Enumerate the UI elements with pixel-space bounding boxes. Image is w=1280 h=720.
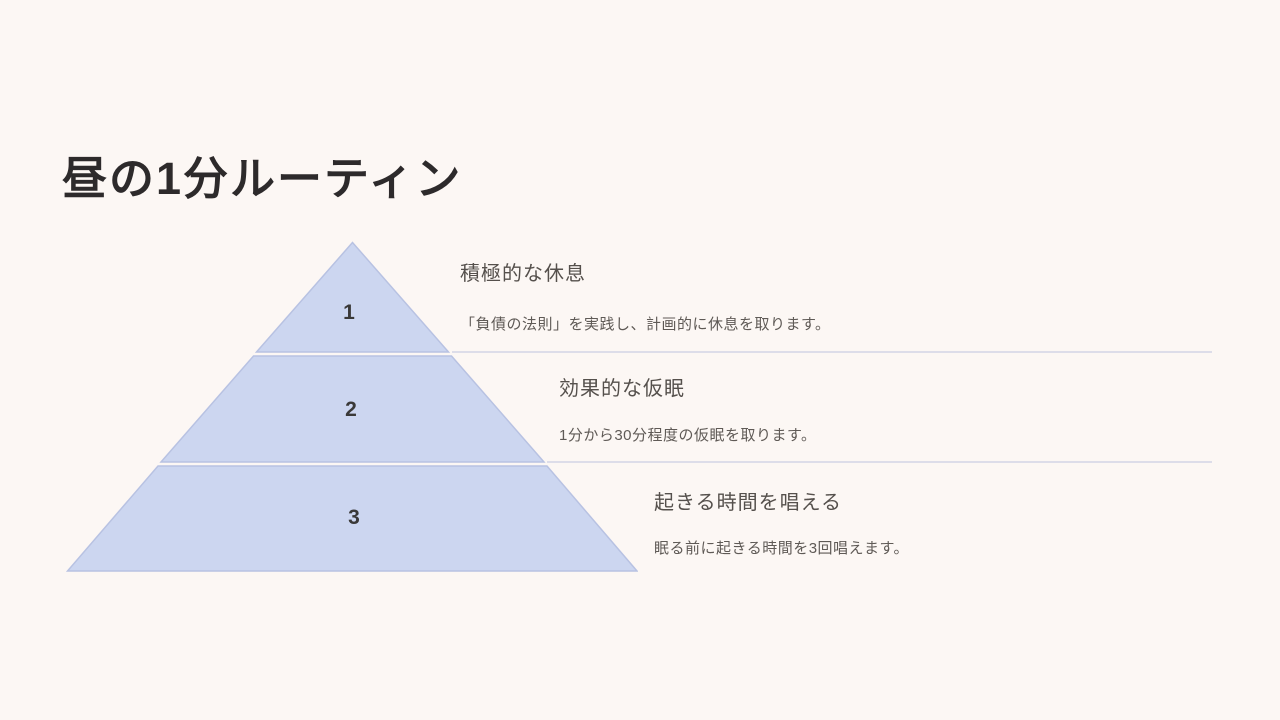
tier-2-number: 2 <box>345 398 357 421</box>
tier-1-number: 1 <box>343 301 355 324</box>
divider-line-tier-2 <box>547 461 1212 463</box>
pyramid-tier-3-shape <box>66 465 638 572</box>
tier-3-description: 眠る前に起きる時間を3回唱えます。 <box>654 540 910 557</box>
tier-3-heading: 起きる時間を唱える <box>654 492 842 514</box>
tier-1-description: 「負債の法則」を実践し、計画的に休息を取ります。 <box>460 316 831 333</box>
tier-1-text-block: 積極的な休息 「負債の法則」を実践し、計画的に休息を取ります。 <box>460 257 831 334</box>
tier-3-number: 3 <box>348 506 360 529</box>
tier-2-text-block: 効果的な仮眠 1分から30分程度の仮眠を取ります。 <box>559 372 817 445</box>
slide-title: 昼の1分ルーティン <box>62 153 463 204</box>
divider-line-tier-1 <box>452 351 1212 353</box>
tier-2-description: 1分から30分程度の仮眠を取ります。 <box>559 427 817 444</box>
tier-2-heading: 効果的な仮眠 <box>559 378 685 400</box>
tier-3-text-block: 起きる時間を唱える 眠る前に起きる時間を3回唱えます。 <box>654 486 909 558</box>
tier-1-heading: 積極的な休息 <box>460 263 586 285</box>
pyramid-diagram <box>66 241 638 572</box>
pyramid-tier-2-shape <box>159 355 546 463</box>
pyramid-tier-1-shape <box>254 241 451 353</box>
